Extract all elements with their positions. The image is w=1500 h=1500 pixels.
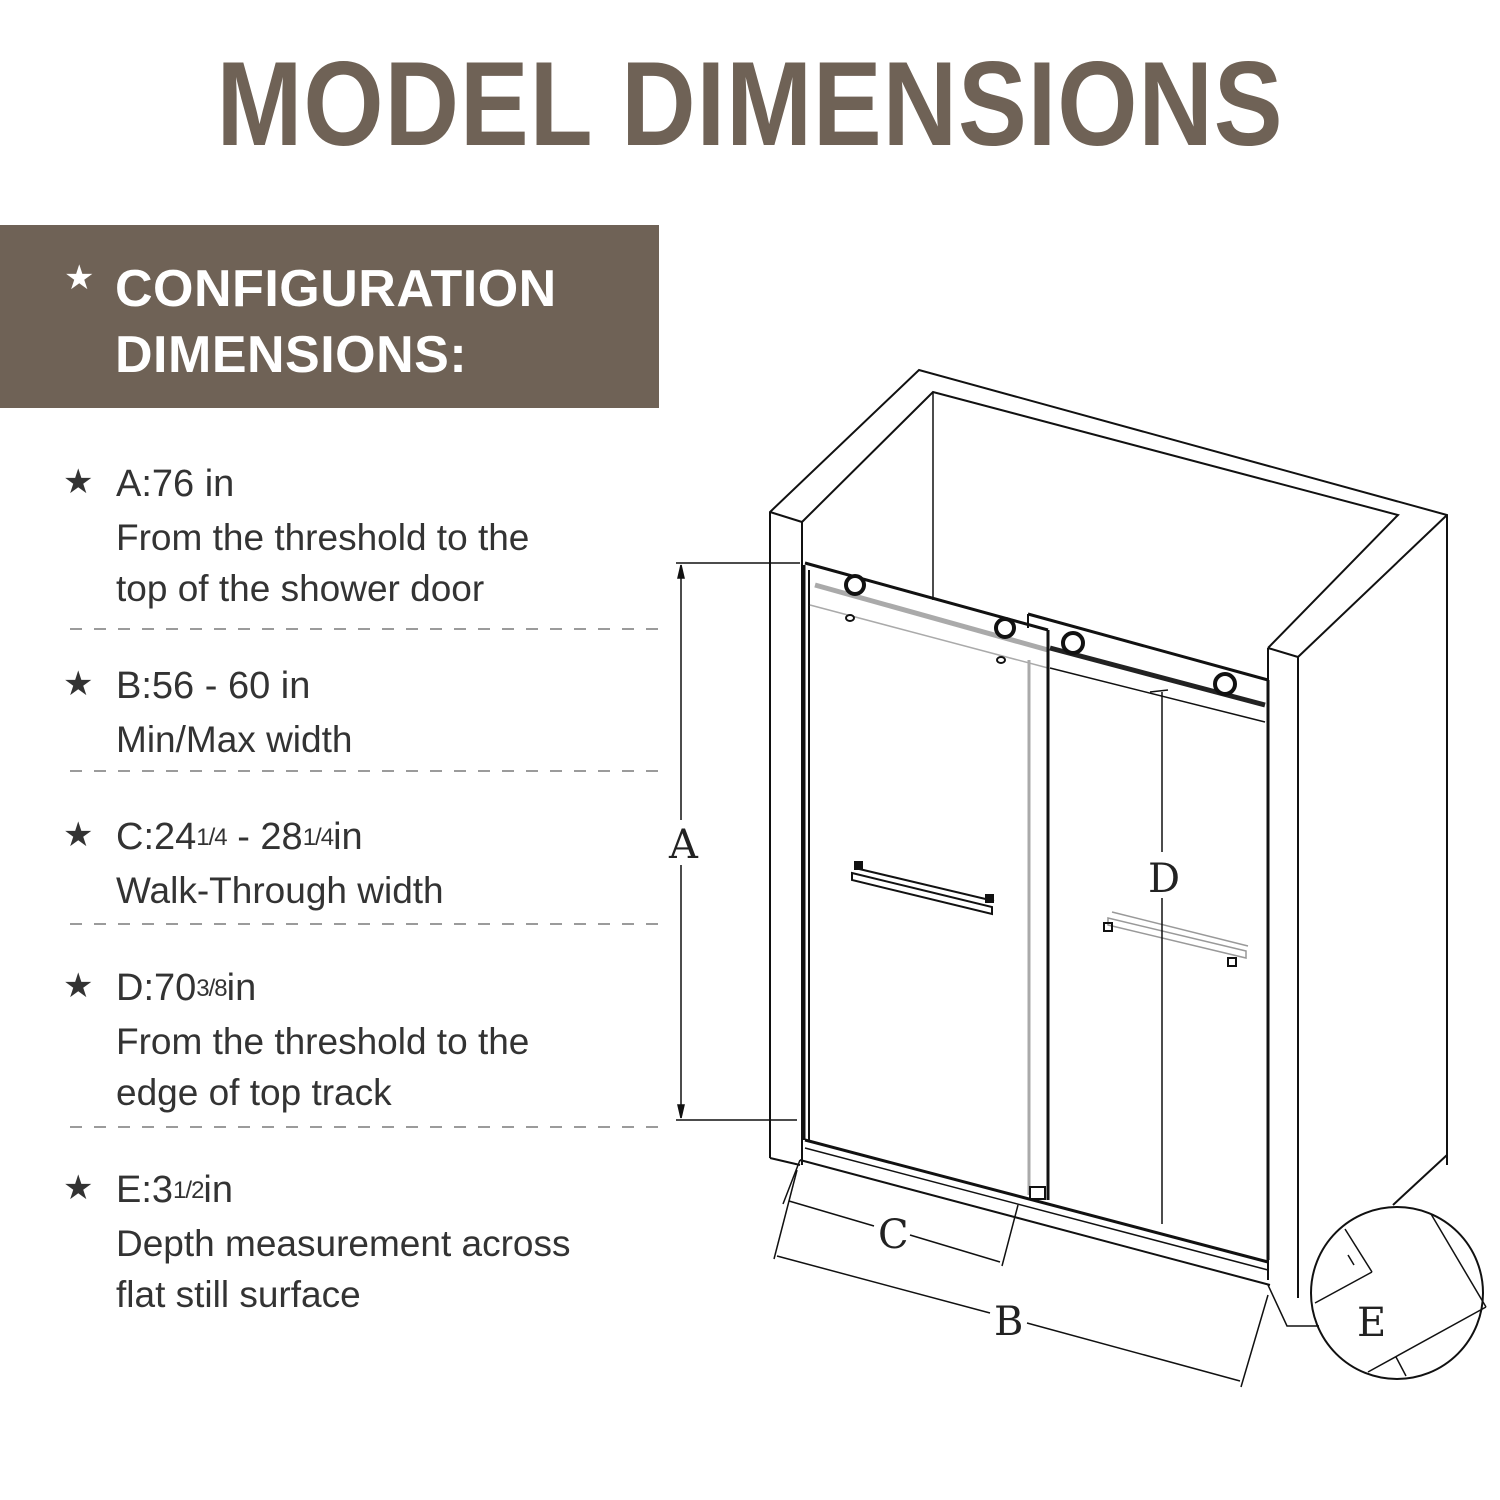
banner-title-line1: CONFIGURATION	[115, 260, 557, 318]
spec-c-description: Walk-Through width	[116, 865, 444, 916]
spec-e-desc-line: flat still surface	[116, 1274, 361, 1315]
dimension-d-label: D	[1148, 856, 1180, 902]
dimension-d	[1149, 689, 1169, 1224]
spec-e-value-part: E:3	[116, 1169, 174, 1211]
divider	[70, 1126, 660, 1128]
spec-e-value: E:31/2in	[116, 1168, 233, 1214]
dimension-c	[782, 1159, 1019, 1267]
dimension-a	[676, 562, 800, 1121]
star-icon: ★	[63, 665, 94, 703]
dimension-e-detail	[1267, 1206, 1487, 1380]
divider	[70, 923, 660, 925]
spec-d-description: From the threshold to the edge of top tr…	[116, 1016, 529, 1118]
spec-a-desc-line: From the threshold to the	[116, 517, 530, 558]
spec-b-desc-line: Min/Max width	[116, 719, 353, 760]
star-icon: ★	[63, 463, 94, 501]
spec-c-desc-line: Walk-Through width	[116, 870, 444, 911]
spec-b-value: B:56 - 60 in	[116, 665, 311, 707]
spec-e-description: Depth measurement across flat still surf…	[116, 1218, 570, 1320]
spec-d-value-part: D:70	[116, 967, 197, 1009]
dimension-c-label: C	[878, 1212, 909, 1258]
dimension-e-label: E	[1357, 1300, 1386, 1346]
door-handle-right	[1103, 911, 1249, 967]
star-icon: ★	[63, 816, 94, 854]
roller-wheels	[844, 574, 1237, 696]
spec-d-desc-line: From the threshold to the	[116, 1021, 530, 1062]
roller-icon	[994, 617, 1016, 639]
spec-a-description: From the threshold to the top of the sho…	[116, 512, 529, 614]
spec-d-desc-line: edge of top track	[116, 1072, 392, 1113]
configuration-banner: ★ CONFIGURATION DIMENSIONS:	[0, 225, 659, 408]
fraction: 3/8	[196, 975, 227, 1002]
dimension-a-label: A	[668, 822, 699, 868]
spec-d-value: D:703/8in	[116, 966, 256, 1012]
divider	[70, 770, 660, 772]
fraction: 1/4	[302, 824, 334, 851]
roller-icon	[844, 574, 866, 596]
spec-e-desc-line: Depth measurement across	[116, 1223, 571, 1264]
star-icon: ★	[63, 967, 94, 1005]
spec-c-value-part: C:24	[116, 816, 197, 858]
spec-c-value-part: - 28	[226, 816, 303, 858]
banner-title-line2: DIMENSIONS:	[115, 326, 468, 384]
fraction: 1/4	[196, 824, 227, 851]
door-handle-left	[851, 861, 995, 916]
page-title: MODEL DIMENSIONS	[216, 37, 1284, 171]
spec-b-description: Min/Max width	[116, 714, 352, 765]
spec-d-unit: in	[226, 967, 257, 1009]
dimension-b-label: B	[994, 1299, 1023, 1345]
roller-icon	[1061, 631, 1085, 655]
spec-c-unit: in	[333, 816, 363, 858]
roller-icon	[1213, 672, 1237, 696]
fraction: 1/2	[173, 1177, 204, 1204]
divider	[70, 628, 660, 630]
door-frame	[799, 561, 1271, 1286]
spec-c-value: C:241/4 - 281/4in	[116, 815, 363, 861]
dimension-b	[773, 1169, 1269, 1388]
walls	[769, 368, 1448, 1298]
star-icon: ★	[64, 259, 95, 297]
spec-a-value: A:76 in	[116, 463, 235, 505]
star-icon: ★	[63, 1169, 94, 1207]
spec-a-desc-line: top of the shower door	[116, 568, 485, 609]
spec-e-unit: in	[203, 1169, 233, 1211]
